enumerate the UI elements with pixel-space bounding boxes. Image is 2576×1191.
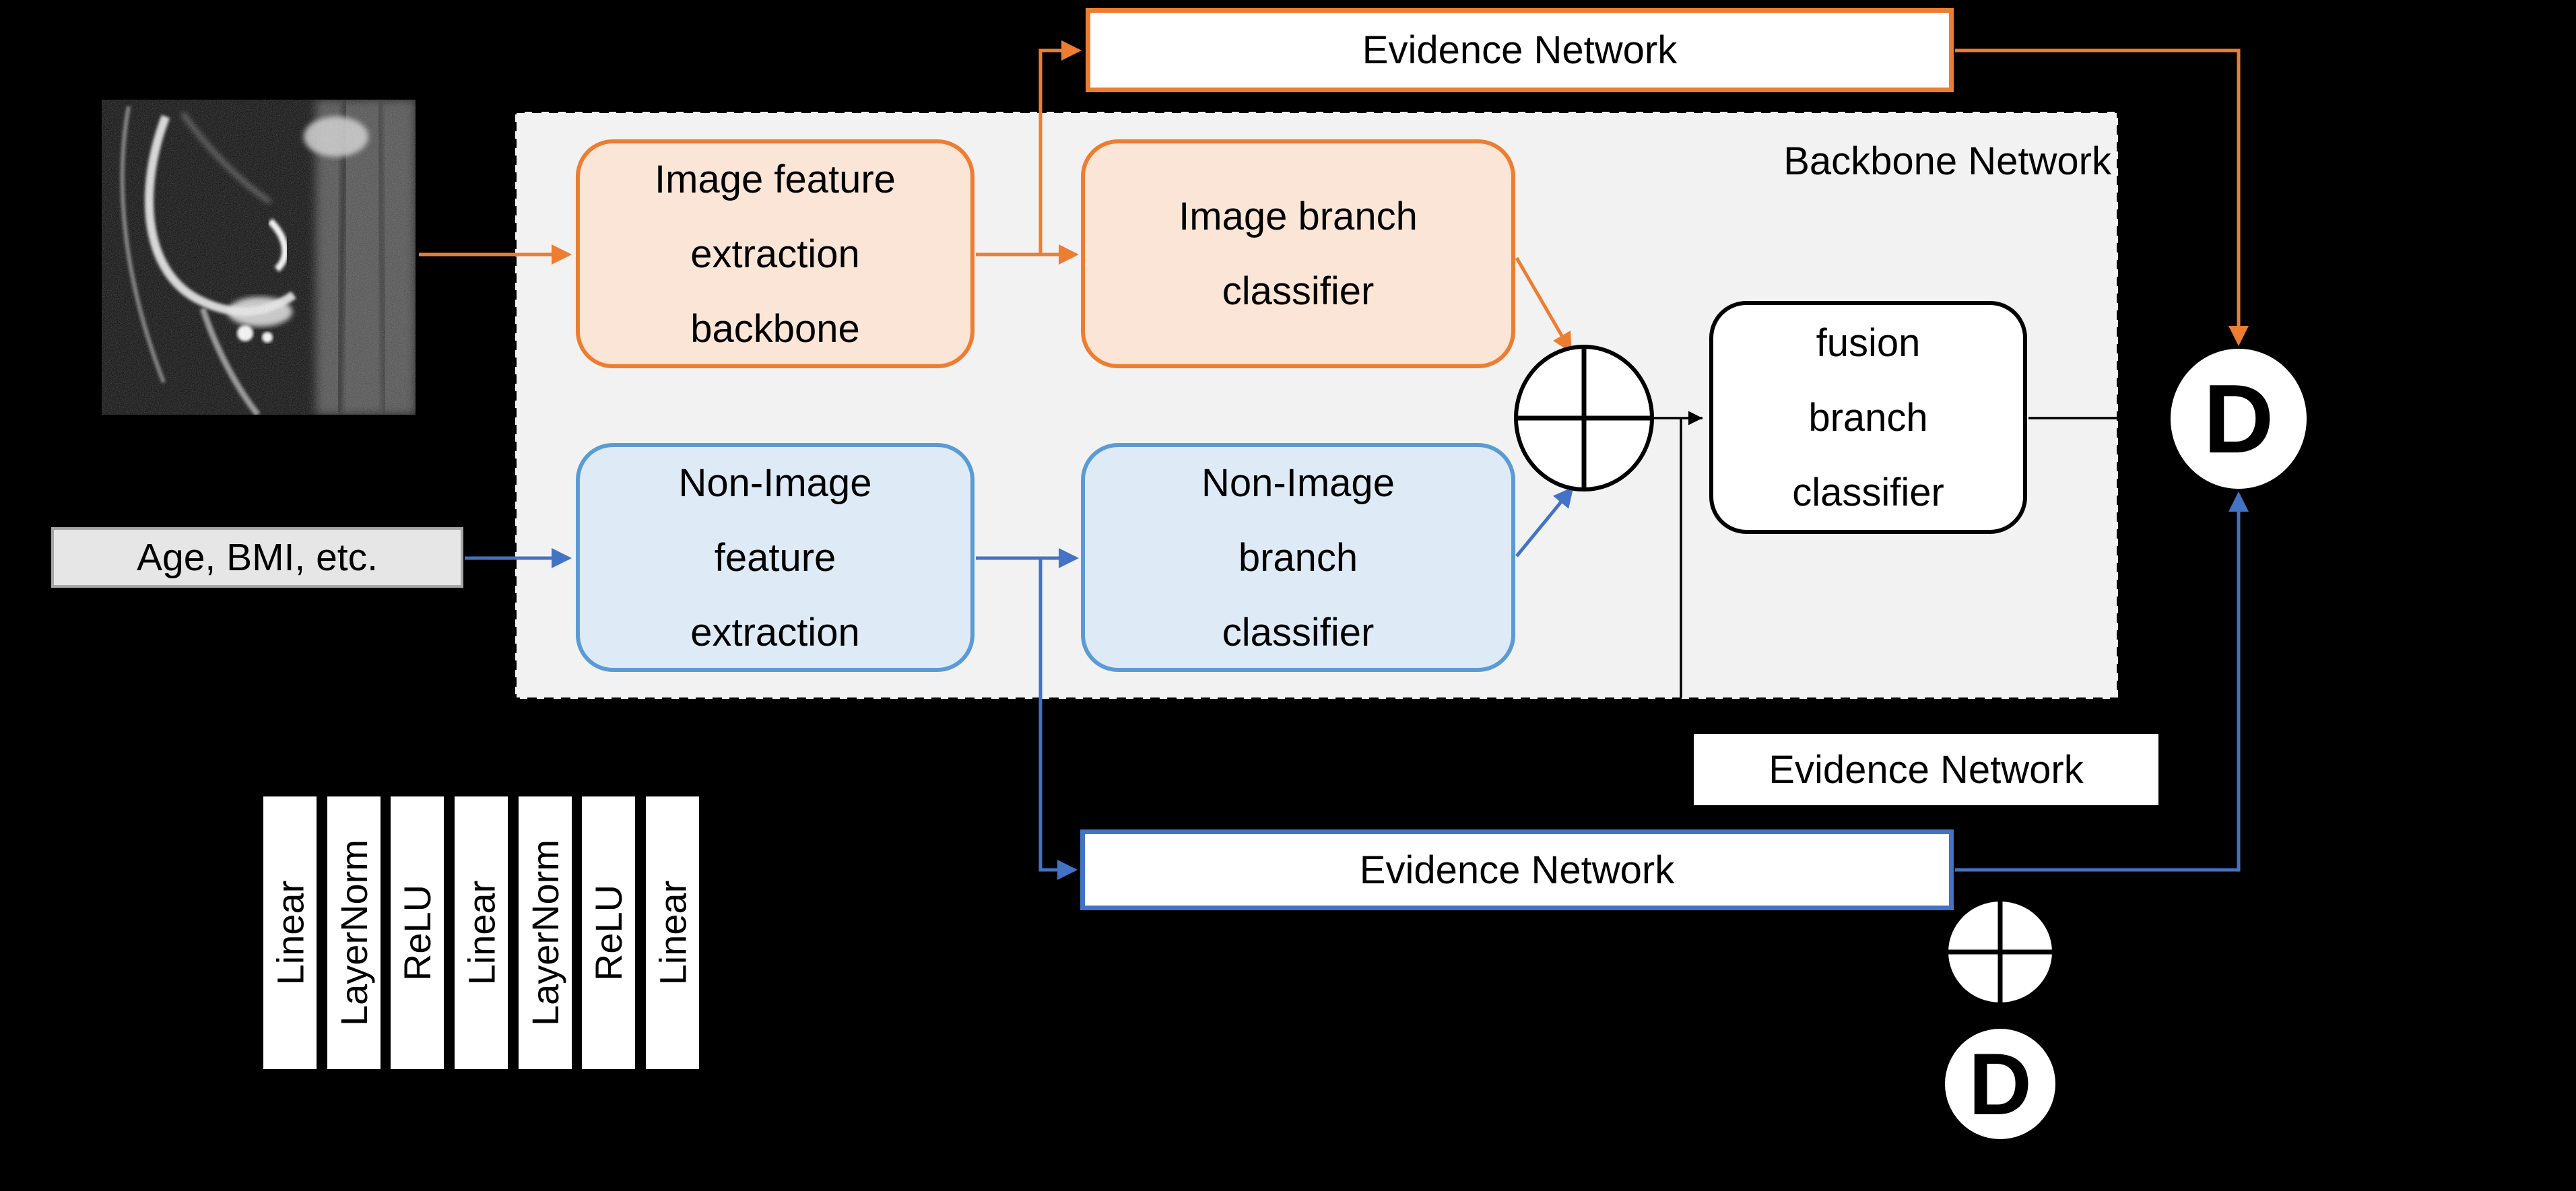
mlp-layer-bar: LayerNorm xyxy=(519,796,572,1069)
image-branch-classifier-box: Image branch classifier xyxy=(1081,139,1515,368)
concat-plus-icon-legend xyxy=(1948,901,2052,1006)
mlp-layer-bar: Linear xyxy=(263,796,317,1069)
mlp-layer-bar: Linear xyxy=(455,796,508,1069)
mlp-layer-label: ReLU xyxy=(396,884,439,982)
arrow-image-features-to-evidence xyxy=(1038,40,1082,254)
age-bmi-input-box: Age, BMI, etc. xyxy=(51,527,463,588)
mri-noise-texture xyxy=(102,100,416,415)
arrow-image-evidence-to-dempster xyxy=(1955,48,2249,347)
dempster-node-bottom: D xyxy=(1945,1029,2055,1139)
evidence-network-nonimage-box: Evidence Network xyxy=(1080,829,1954,910)
dempster-node-top: D xyxy=(2171,349,2307,489)
mlp-layer-bar: ReLU xyxy=(582,796,635,1069)
mlp-layer-label: LayerNorm xyxy=(333,840,375,1026)
arrow-nonimage-evidence-to-dempster xyxy=(1955,491,2249,872)
mlp-layer-bar: ReLU xyxy=(391,796,444,1069)
nonimage-feature-extraction-box: Non-Image feature extraction xyxy=(576,443,975,672)
mlp-layer-label: ReLU xyxy=(587,884,630,982)
mlp-layer-label: Linear xyxy=(651,880,694,986)
fusion-branch-classifier-box: fusion branch classifier xyxy=(1709,301,2027,534)
arrow-nonimage-features-to-evidence xyxy=(1038,558,1078,880)
mlp-layer-label: Linear xyxy=(460,880,503,986)
mlp-layer-bar: LayerNorm xyxy=(327,796,381,1069)
arrow-nonimage-classifier-to-concat xyxy=(1515,486,1574,557)
mlp-layer-bar: Linear xyxy=(646,796,699,1069)
evidence-network-image-box: Evidence Network xyxy=(1086,8,1954,92)
backbone-network-label: Backbone Network xyxy=(1783,139,2111,183)
mri-knee-image xyxy=(102,100,416,415)
concat-plus-icon xyxy=(1514,345,1654,491)
mlp-layer-label: LayerNorm xyxy=(524,840,566,1026)
nonimage-branch-classifier-box: Non-Image branch classifier xyxy=(1081,443,1515,672)
arrow-image-classifier-to-concat xyxy=(1515,257,1573,353)
evidence-network-fusion-label: Evidence Network xyxy=(1694,734,2158,805)
mlp-layer-label: Linear xyxy=(269,880,312,986)
image-feature-extraction-box: Image feature extraction backbone xyxy=(576,139,975,368)
